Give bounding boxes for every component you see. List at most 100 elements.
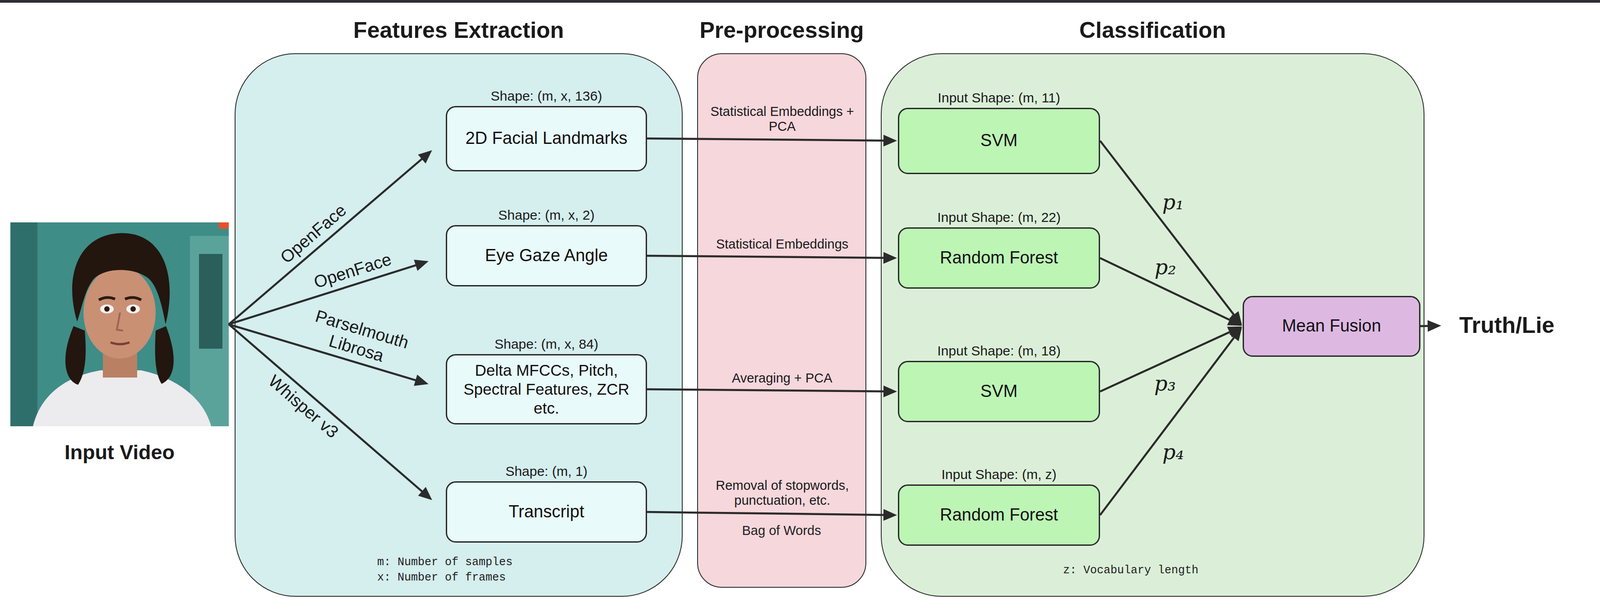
arrow-head xyxy=(413,374,429,386)
box-label: Delta MFCCs, Pitch, Spectral Features, Z… xyxy=(455,360,638,418)
box-label: Random Forest xyxy=(939,247,1059,269)
edge-label: Removal of stopwords, punctuation, etc. xyxy=(701,478,864,509)
shape-heading-wrap: Input Shape: (m, 18) xyxy=(937,343,1061,359)
wall xyxy=(10,222,229,427)
shape-heading: Shape: (m, x, 84) xyxy=(494,336,599,352)
edge-label-wrap: Averaging + PCA xyxy=(731,370,833,386)
process-box: Shape: (m, 1)Transcript xyxy=(445,481,648,543)
arrow-head xyxy=(417,150,432,164)
edge-label: OpenFace xyxy=(276,200,351,268)
shape-heading-wrap: Input Shape: (m, z) xyxy=(941,467,1057,483)
note-label: x: Number of frames xyxy=(377,571,506,585)
arrow-head xyxy=(1229,327,1242,342)
edge-label-wrap: p₃ xyxy=(1154,371,1176,396)
shape-heading-wrap: Shape: (m, x, 84) xyxy=(494,336,599,352)
box-label: 2D Facial Landmarks xyxy=(465,128,628,149)
panel-heading: Classification xyxy=(1079,17,1226,44)
panel-heading: Pre-processing xyxy=(699,17,864,44)
shape-heading: Input Shape: (m, 22) xyxy=(937,209,1061,226)
face xyxy=(83,266,156,359)
edge-label: Whisper v3 xyxy=(264,371,343,443)
edge-label-wrap: Parselmouth Librosa xyxy=(299,304,420,375)
process-box: Input Shape: (m, 18)SVM xyxy=(897,360,1101,423)
stage-panel: ClassificationInput Shape: (m, 11)SVMInp… xyxy=(880,53,1425,597)
box-label: Mean Fusion xyxy=(1281,315,1382,337)
edge-label: p₂ xyxy=(1154,255,1177,280)
process-box: Shape: (m, x, 84)Delta MFCCs, Pitch, Spe… xyxy=(445,354,648,425)
arrow-head xyxy=(883,385,898,398)
connector-line xyxy=(647,138,887,141)
video-frame xyxy=(10,222,229,427)
process-box: Input Shape: (m, 22)Random Forest xyxy=(897,227,1101,289)
shape-heading-wrap: Shape: (m, x, 2) xyxy=(498,207,595,223)
edge-label-wrap: p₂ xyxy=(1154,255,1177,280)
shape-heading-wrap: Shape: (m, 1) xyxy=(505,463,588,480)
connector xyxy=(1100,327,1243,516)
edge-label-wrap: p₄ xyxy=(1162,440,1184,465)
brows xyxy=(98,297,142,301)
edge-label: Statistical Embeddings + PCA xyxy=(701,104,864,135)
connector xyxy=(228,150,433,325)
output-text: Truth/Lie xyxy=(1459,312,1555,339)
wall-shadow xyxy=(10,222,38,427)
output-label: Truth/Lie xyxy=(1459,312,1555,339)
arrow-head xyxy=(413,259,429,272)
shape-heading-wrap: Shape: (m, x, 136) xyxy=(490,88,603,104)
edge-label: p₄ xyxy=(1162,440,1184,465)
edge-label: OpenFace xyxy=(311,249,394,293)
nose xyxy=(116,312,124,331)
connector xyxy=(647,385,898,398)
shape-heading-wrap: Input Shape: (m, 11) xyxy=(937,90,1060,106)
note-label: Bag of Words xyxy=(742,523,822,539)
panel-heading: Features Extraction xyxy=(353,17,565,44)
edge-label-wrap: OpenFace xyxy=(276,200,351,268)
edge-label-wrap: p₁ xyxy=(1162,190,1184,215)
panel-heading-wrap: Features Extraction xyxy=(353,17,565,44)
edge-label-wrap: Statistical Embeddings + PCA xyxy=(701,104,864,135)
pupil xyxy=(130,306,136,312)
note-wrap: m: Number of samples xyxy=(377,555,513,569)
connector xyxy=(1420,320,1442,333)
edge-label-wrap: OpenFace xyxy=(311,249,394,293)
shirt xyxy=(32,370,212,427)
eye xyxy=(100,304,114,314)
note-wrap: x: Number of frames xyxy=(377,571,506,585)
process-box: Shape: (m, x, 2)Eye Gaze Angle xyxy=(445,225,648,287)
connector-line xyxy=(647,389,887,392)
edge-label: Statistical Embeddings xyxy=(716,236,849,252)
box-label: Random Forest xyxy=(939,504,1059,526)
arrow-head xyxy=(418,486,433,500)
note-label: z: Vocabulary length xyxy=(1063,564,1199,578)
shape-heading: Input Shape: (m, 11) xyxy=(937,90,1060,106)
top-frame-strip xyxy=(0,0,1600,3)
arrow-head xyxy=(883,134,898,147)
panel-heading-wrap: Pre-processing xyxy=(699,17,864,44)
box-label: SVM xyxy=(980,130,1018,152)
process-box: Mean Fusion xyxy=(1242,295,1421,357)
door-panel xyxy=(198,254,223,349)
arrow-head xyxy=(1427,320,1442,333)
process-box: Input Shape: (m, 11)SVM xyxy=(897,107,1101,175)
arrow-head xyxy=(1227,314,1243,326)
video-caption: Input Video xyxy=(10,440,229,465)
note-label: m: Number of samples xyxy=(377,555,513,569)
door-frame xyxy=(189,235,229,427)
process-box: Shape: (m, x, 136)2D Facial Landmarks xyxy=(445,106,648,172)
edge-label-wrap: Whisper v3 xyxy=(264,371,343,443)
hair xyxy=(72,233,170,325)
shape-heading: Input Shape: (m, z) xyxy=(941,467,1057,483)
connector-line xyxy=(647,512,887,516)
connector-line xyxy=(228,157,424,325)
box-label: Eye Gaze Angle xyxy=(485,245,609,267)
connector-line xyxy=(647,255,887,259)
panel-heading-wrap: Classification xyxy=(1079,17,1226,44)
edge-label: Parselmouth Librosa xyxy=(299,304,420,375)
edge-label: p₁ xyxy=(1162,190,1184,215)
shape-heading: Shape: (m, 1) xyxy=(505,463,588,480)
shape-heading: Shape: (m, x, 136) xyxy=(490,88,603,104)
edge-label-wrap: Removal of stopwords, punctuation, etc. xyxy=(701,478,864,509)
edge-label: p₃ xyxy=(1154,371,1176,396)
box-label: Transcript xyxy=(508,501,585,523)
mouth xyxy=(110,342,130,345)
